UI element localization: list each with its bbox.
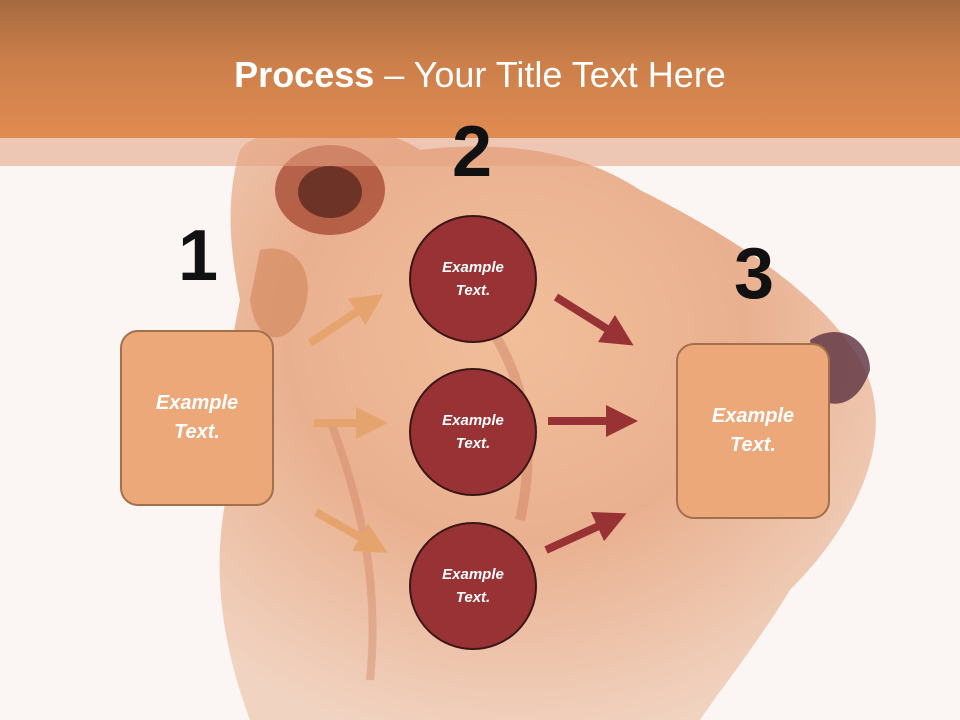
step-2-circle-bottom-text: Example Text. <box>442 566 504 606</box>
step-1-box-text: Example Text. <box>155 392 239 443</box>
step-1-box: Example Text. <box>120 330 274 506</box>
step-2-circle-middle: Example Text. <box>409 368 537 496</box>
step-number-3: 3 <box>733 234 775 314</box>
step-2-circle-top: Example Text. <box>409 215 537 343</box>
arrow-1-to-bottom <box>314 508 388 553</box>
arrow-1-to-top <box>307 294 384 347</box>
step-number-2: 2 <box>451 112 493 192</box>
title-rest-part: – Your Title Text Here <box>374 54 726 95</box>
step-2-circle-middle-text: Example Text. <box>442 412 504 452</box>
step-3-box: Example Text. <box>676 343 830 519</box>
step-3-box-text: Example Text. <box>711 405 795 456</box>
arrow-bottom-to-3 <box>544 512 627 554</box>
title-bar <box>0 0 960 138</box>
step-number-1: 1 <box>177 216 219 296</box>
slide-title: Process – Your Title Text Here <box>0 52 960 98</box>
title-accent-strip <box>0 138 960 166</box>
arrow-top-to-3 <box>553 293 634 346</box>
title-bold-part: Process <box>234 54 375 95</box>
step-2-circle-top-text: Example Text. <box>442 259 504 299</box>
step-2-circle-bottom: Example Text. <box>409 522 537 650</box>
